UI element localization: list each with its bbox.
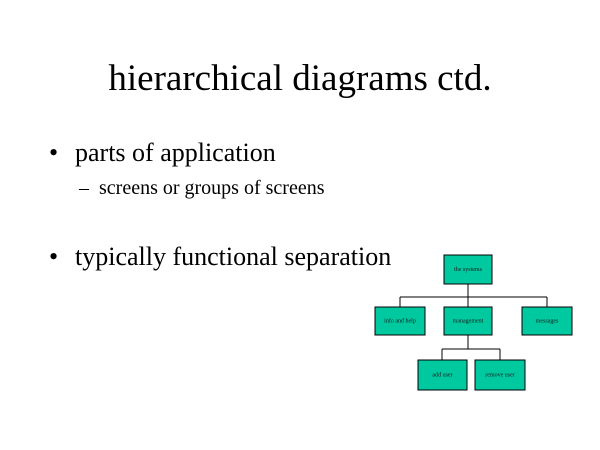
node-management: management (443, 306, 493, 336)
sub-bullet-dash: – (79, 177, 89, 199)
node-label: info and help (384, 317, 416, 324)
bullet-text: typically functional separation (75, 242, 392, 271)
node-label: management (453, 318, 484, 324)
node-root: the systems (443, 254, 493, 285)
node-label: messages (536, 318, 559, 324)
bullet-text: parts of application (75, 138, 276, 167)
node-messages: messages (521, 306, 573, 336)
node-label: remove user (485, 372, 515, 378)
node-label: the systems (454, 267, 482, 273)
node-remove-user: remove user (474, 359, 526, 391)
bullet-dot: • (49, 138, 59, 167)
bullet-dot: • (49, 242, 59, 271)
node-label: add user (432, 372, 452, 378)
sub-bullet-text: screens or groups of screens (99, 177, 325, 199)
node-info-help: info and help (374, 306, 426, 336)
slide-title: hierarchical diagrams ctd. (108, 58, 492, 99)
node-add-user: add user (417, 359, 468, 391)
